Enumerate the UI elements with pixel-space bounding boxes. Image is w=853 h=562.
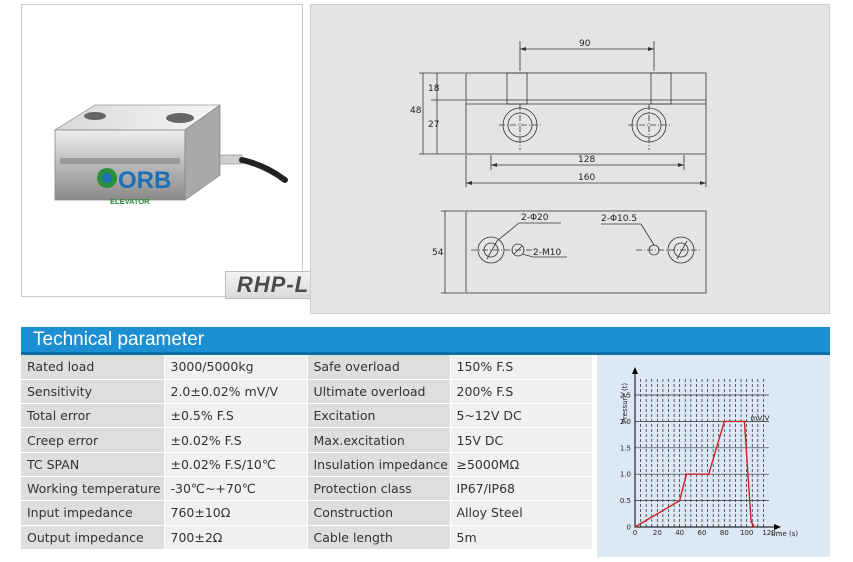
pressure-series-line — [634, 420, 756, 528]
data-point — [723, 420, 726, 423]
product-photo-panel: ORB ELEVATOR RHP-L — [21, 4, 321, 299]
x-axis-label: time (s) — [771, 530, 798, 538]
data-point — [753, 526, 756, 528]
param-value: ±0.5% F.S — [164, 403, 308, 429]
dim-54: 54 — [432, 248, 444, 258]
param-value: ±0.02% F.S/10℃ — [164, 452, 308, 477]
param-value: 760±10Ω — [164, 500, 308, 526]
param-value: IP67/IP68 — [450, 476, 593, 502]
hole-20-label: 2-Φ20 — [521, 213, 549, 223]
param-value: ≥5000MΩ — [450, 452, 593, 477]
param-label: Working temperature — [21, 476, 165, 502]
y-tick-label: 2.0 — [620, 418, 631, 426]
param-value: 150% F.S — [450, 355, 593, 380]
logo-subtext: ELEVATOR — [110, 197, 150, 206]
param-label: Safe overload — [307, 355, 451, 380]
series-label: mV/V — [751, 414, 770, 422]
dim-48: 48 — [410, 106, 422, 116]
dim-128: 128 — [578, 155, 595, 165]
param-label: Output impedance — [21, 525, 165, 550]
load-cell-photo: ORB ELEVATOR — [53, 104, 288, 206]
param-label: Cable length — [307, 525, 451, 550]
x-tick-label: 0 — [633, 529, 637, 537]
param-label: Protection class — [307, 476, 451, 502]
x-tick-label: 80 — [720, 529, 729, 537]
param-value: 200% F.S — [450, 379, 593, 405]
x-axis-arrow — [774, 524, 781, 530]
param-label: Max.excitation — [307, 427, 451, 453]
param-label: Creep error — [21, 427, 165, 453]
param-label: Rated load — [21, 355, 165, 380]
param-value: 15V DC — [450, 427, 593, 453]
param-value: Alloy Steel — [450, 500, 593, 526]
x-tick-label: 100 — [740, 529, 753, 537]
param-label: Ultimate overload — [307, 379, 451, 405]
x-tick-label: 20 — [653, 529, 662, 537]
param-label: Input impedance — [21, 500, 165, 526]
param-value: 5~12V DC — [450, 403, 593, 429]
param-value: 5m — [450, 525, 593, 550]
dim-18: 18 — [428, 84, 440, 94]
y-axis-arrow — [632, 367, 638, 374]
y-tick-label: 2.5 — [620, 392, 631, 400]
data-point — [707, 473, 710, 476]
pressure-time-chart: 0 0.5 1.0 1.5 2.0 2.5 0 20 40 60 80 100 120 Pressure … — [620, 367, 798, 538]
param-label: Construction — [307, 500, 451, 526]
param-label: Total error — [21, 403, 165, 429]
param-value: -30℃~+70℃ — [164, 476, 308, 502]
data-point — [634, 526, 636, 528]
y-axis-label: Pressure (t) — [621, 383, 629, 424]
x-tick-label: 120 — [762, 529, 775, 537]
pressure-chart-panel: 0 0.5 1.0 1.5 2.0 2.5 0 20 40 60 80 100 120 Pressure … — [596, 355, 830, 557]
y-tick-label: 0 — [627, 524, 631, 532]
x-tick-label: 40 — [675, 529, 684, 537]
param-value: ±0.02% F.S — [164, 427, 308, 453]
param-label: Excitation — [307, 403, 451, 429]
param-label: Sensitivity — [21, 379, 165, 405]
dimension-drawing: 90 18 48 27 128 160 54 2-Φ20 2-M10 2-Φ10… — [410, 39, 707, 294]
dim-90: 90 — [579, 39, 591, 49]
param-label: TC SPAN — [21, 452, 165, 477]
data-point — [685, 473, 688, 476]
y-tick-label: 0.5 — [620, 497, 631, 505]
param-value: 3000/5000kg — [164, 355, 308, 380]
model-label: RHP-L — [225, 271, 321, 299]
section-title: Technical parameter — [21, 327, 830, 352]
logo-text: ORB — [118, 167, 171, 194]
dim-160: 160 — [578, 173, 595, 183]
x-tick-label: 60 — [698, 529, 707, 537]
param-value: 700±2Ω — [164, 525, 308, 550]
y-tick-label: 1.0 — [620, 471, 631, 479]
dim-27: 27 — [428, 120, 439, 130]
technical-drawing-panel: 90 18 48 27 128 160 54 2-Φ20 2-M10 2-Φ10… — [310, 4, 830, 314]
data-point — [743, 420, 746, 423]
y-tick-label: 1.5 — [620, 444, 631, 452]
param-value: 2.0±0.02% mV/V — [164, 379, 308, 405]
data-point — [750, 520, 753, 523]
hole-10-5-label: 2-Φ10.5 — [601, 214, 637, 224]
header-underline — [21, 352, 830, 355]
param-label: Insulation impedance — [307, 452, 451, 477]
thread-m10-label: 2-M10 — [533, 248, 561, 258]
data-point — [678, 499, 681, 502]
